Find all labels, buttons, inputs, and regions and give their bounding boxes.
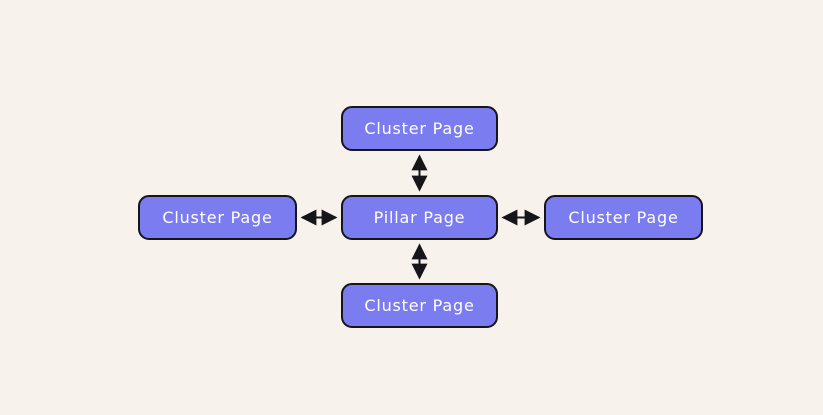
node-pillar-page[interactable]: Pillar Page <box>341 195 498 240</box>
node-label: Cluster Page <box>364 296 475 315</box>
node-cluster-page-right[interactable]: Cluster Page <box>544 195 703 240</box>
node-label: Cluster Page <box>162 208 273 227</box>
node-label: Cluster Page <box>364 119 475 138</box>
node-cluster-page-top[interactable]: Cluster Page <box>341 106 498 151</box>
node-cluster-page-bottom[interactable]: Cluster Page <box>341 283 498 328</box>
node-cluster-page-left[interactable]: Cluster Page <box>138 195 297 240</box>
node-label: Cluster Page <box>568 208 679 227</box>
node-label: Pillar Page <box>373 208 466 227</box>
